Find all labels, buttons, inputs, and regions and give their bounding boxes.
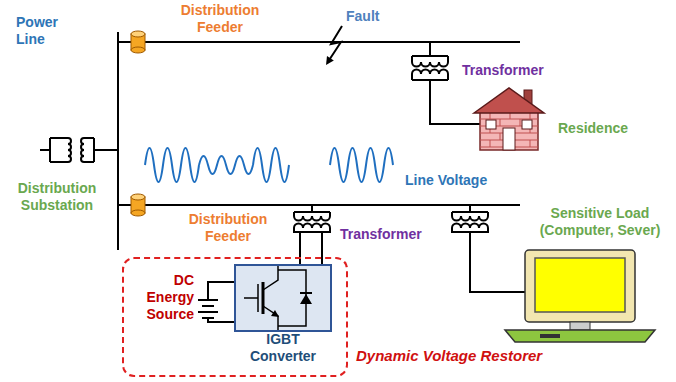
transformer-coil xyxy=(294,216,330,221)
transformer-label: Transformer xyxy=(462,62,544,79)
transformer-lead xyxy=(294,205,330,216)
fault-bolt xyxy=(326,26,342,65)
transformer-coil xyxy=(452,224,488,229)
house-window xyxy=(486,120,496,129)
house-door xyxy=(503,128,515,150)
dvr-internals xyxy=(198,264,332,332)
substation-wire xyxy=(84,138,118,162)
monitor-neck xyxy=(570,322,590,330)
computer-base xyxy=(505,330,655,342)
breaker xyxy=(131,31,145,53)
sine-wave xyxy=(145,148,199,182)
source-label: DC Energy Source xyxy=(132,272,194,323)
transformer-coil xyxy=(68,138,71,162)
transformer-coil xyxy=(452,216,488,221)
diode-symbol xyxy=(300,294,312,304)
house-wall xyxy=(480,112,538,150)
voltage-wave xyxy=(145,148,393,182)
computer-icon xyxy=(505,250,655,342)
dvr-region: Dynamic Voltage RestorerIGBT Converter xyxy=(122,257,348,377)
breaker-base xyxy=(131,47,145,53)
fault-arrowhead xyxy=(326,56,334,65)
substation-wire xyxy=(40,138,68,162)
igbt-channel xyxy=(262,282,265,314)
house-roof xyxy=(474,88,544,113)
feeder-label: Distribution Feeder xyxy=(180,211,276,245)
feeder-line xyxy=(118,204,520,206)
breaker-top xyxy=(131,31,145,37)
transformer-label: Transformer xyxy=(340,226,422,243)
load-label: Sensitive Load (Computer, Sever) xyxy=(530,205,670,239)
feeder-line xyxy=(118,41,520,43)
monitor-frame xyxy=(525,250,635,322)
converter-box: IGBT Converter xyxy=(234,264,332,332)
breaker-base xyxy=(131,210,145,216)
transformer-lead xyxy=(412,42,448,62)
power-line xyxy=(117,32,119,250)
sine-wave xyxy=(253,148,289,182)
converter-fill xyxy=(234,264,332,332)
load-wire xyxy=(452,228,525,292)
igbt-gate xyxy=(244,264,278,332)
transformer-coil xyxy=(412,62,448,67)
battery-symbol xyxy=(198,300,218,318)
residence-label: Residence xyxy=(558,120,628,137)
sine-wave xyxy=(330,148,393,182)
transformer-coil xyxy=(81,138,84,162)
wiring xyxy=(40,32,525,292)
sag-wave xyxy=(199,156,253,174)
substation-label: Distribution Substation xyxy=(2,180,112,214)
transformer-coil xyxy=(294,224,330,229)
fault-label: Fault xyxy=(346,8,379,25)
igbt-symbol xyxy=(263,270,306,326)
voltage-label: Line Voltage xyxy=(405,172,487,189)
transformer-lead xyxy=(412,74,480,124)
igbt-arrow xyxy=(271,310,279,317)
monitor-screen xyxy=(535,258,625,312)
fault-zigzag xyxy=(329,26,343,61)
line-label: Power Line xyxy=(16,14,68,48)
house-icon xyxy=(474,88,544,150)
node-title: Dynamic Voltage Restorer xyxy=(356,347,542,365)
breaker xyxy=(131,194,145,216)
transformer-lead xyxy=(452,205,488,216)
diode-bar xyxy=(300,292,312,294)
computer-slot xyxy=(540,334,560,338)
battery-wire xyxy=(208,282,234,322)
feeder-label: Distribution Feeder xyxy=(172,2,268,36)
breaker-top xyxy=(131,194,145,200)
node-title: IGBT Converter xyxy=(236,331,330,365)
house-window xyxy=(522,120,532,129)
transformer-coil xyxy=(412,70,448,75)
